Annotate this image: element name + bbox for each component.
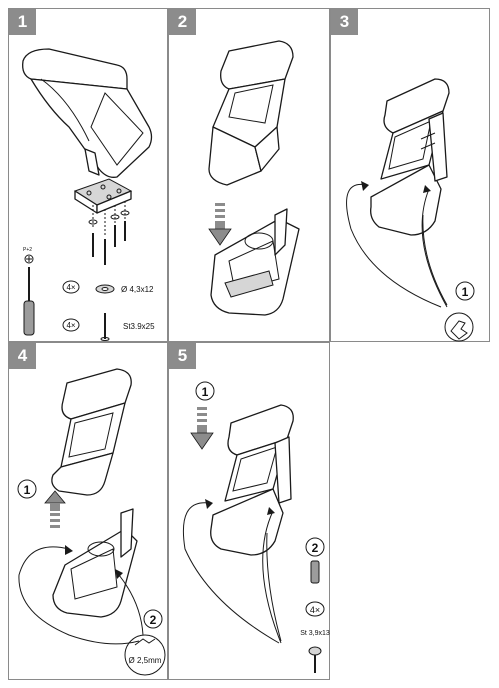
step-3-panel: 3 1: [330, 8, 490, 342]
svg-text:4×: 4×: [66, 283, 75, 292]
console-base-icon: [210, 208, 300, 316]
step-2-panel: 2: [168, 8, 330, 342]
armrest-upright-icon: [208, 40, 294, 186]
drill-bit-icon: Ø 2,5mm: [124, 634, 166, 676]
armrest-lifted-icon: [51, 368, 132, 496]
washer-part-icon: 4× Ø 4,3x12: [62, 280, 154, 294]
step-2-illustration: [208, 40, 300, 316]
svg-text:1: 1: [202, 385, 209, 399]
svg-text:2: 2: [312, 541, 319, 555]
step-5-panel: 5 1 2: [168, 342, 330, 680]
step-4-badge: 4: [9, 343, 36, 369]
step-5-badge: 5: [169, 343, 196, 369]
step-3-badge: 3: [331, 9, 358, 35]
step-2-badge: 2: [169, 9, 196, 35]
screw-guide-lines: [92, 201, 126, 237]
curved-arrows-icon: [182, 499, 282, 644]
svg-text:Ø 2,5mm: Ø 2,5mm: [129, 656, 162, 665]
callout-2-marker: 2: [305, 537, 325, 557]
armrest-installed-icon: [370, 78, 450, 236]
svg-text:4×: 4×: [310, 605, 320, 615]
armrest-full-icon: [22, 48, 153, 178]
screw-part-icon: 4× St 3,9x13: [300, 560, 330, 673]
step-4-illustration: 1 2 Ø 2,5mm: [17, 368, 166, 676]
svg-text:P+2: P+2: [23, 247, 32, 253]
svg-text:St3.9x25: St3.9x25: [123, 322, 155, 331]
step-5-illustration: 1 2 4×: [182, 381, 330, 673]
curved-arrows-icon: [18, 545, 144, 645]
down-arrow-icon: [190, 407, 214, 450]
step-1-panel: 1: [8, 8, 168, 342]
armrest-installed-icon: [210, 404, 294, 556]
step-3-illustration: 1: [346, 78, 475, 342]
screw-part-icon: 4× St3.9x25: [62, 313, 155, 341]
step-4-panel: 4 1: [8, 342, 168, 680]
svg-text:1: 1: [24, 483, 31, 497]
callout-1-marker: 1: [17, 479, 37, 499]
press-hand-icon: [444, 312, 474, 342]
svg-text:Ø 4,3x12: Ø 4,3x12: [121, 285, 154, 294]
svg-text:2: 2: [150, 613, 157, 627]
callout-1-marker: 1: [455, 281, 475, 301]
screws-icon: [88, 210, 130, 265]
curved-arrows-icon: [346, 181, 448, 308]
callout-1-marker: 1: [195, 381, 215, 401]
down-arrow-icon: [208, 203, 232, 246]
callout-2-marker: 2: [143, 609, 163, 629]
svg-text:St 3,9x13: St 3,9x13: [300, 630, 330, 637]
console-base-icon: [52, 508, 138, 618]
svg-text:4×: 4×: [66, 321, 75, 330]
mounting-bracket-icon: [73, 178, 133, 214]
svg-text:1: 1: [462, 285, 469, 299]
step-1-illustration: P+2 4× Ø 4,3x12 4× St3.9x25: [22, 48, 155, 341]
up-arrow-icon: [44, 490, 66, 528]
screwdriver-icon: P+2: [23, 247, 35, 336]
step-1-badge: 1: [9, 9, 36, 35]
